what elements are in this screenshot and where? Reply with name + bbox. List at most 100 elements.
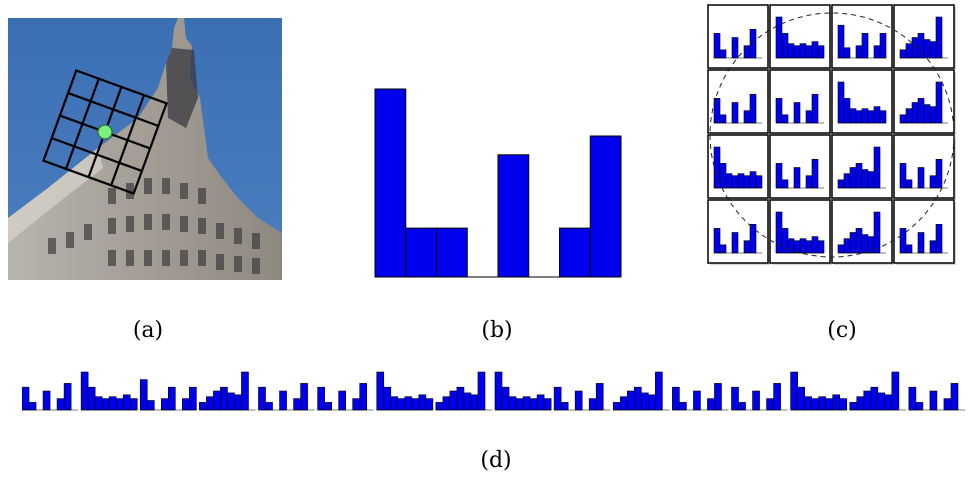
histogram-bar	[352, 398, 361, 411]
histogram-bar	[731, 102, 739, 124]
histogram-bar	[817, 240, 825, 254]
descriptor-vector	[21, 368, 968, 414]
histogram-bar	[797, 386, 805, 411]
cell-histogram	[837, 146, 886, 189]
vector-segment	[317, 383, 374, 411]
histogram-bar	[825, 398, 834, 411]
windows	[48, 178, 260, 274]
histogram-bar	[793, 102, 801, 124]
histogram-bar	[877, 392, 886, 411]
histogram-bar	[182, 398, 190, 411]
histogram-bar	[899, 163, 907, 189]
histogram-bar	[873, 45, 881, 59]
histogram-bar	[626, 390, 635, 411]
caption-d: (d)	[480, 448, 512, 473]
keypoint-dot	[97, 124, 113, 140]
gaussian-window-circle	[709, 12, 955, 258]
histogram-bar	[199, 402, 207, 411]
vector-segment	[139, 379, 197, 411]
histogram-bar	[731, 37, 739, 59]
histogram-bar	[536, 394, 545, 411]
histogram-bar	[317, 386, 325, 411]
histogram-bar	[679, 402, 687, 411]
histogram-bar	[911, 102, 919, 124]
histogram-bar	[837, 81, 845, 124]
vector-segment	[849, 371, 906, 411]
histogram-bar	[843, 238, 851, 254]
vector-segment	[494, 371, 552, 411]
histogram-bar	[867, 110, 875, 124]
histogram-bar	[775, 98, 783, 124]
histogram-bar	[713, 33, 721, 59]
histogram-bar	[917, 232, 925, 254]
histogram-grid-svg	[707, 4, 956, 265]
caption-a: (a)	[132, 318, 164, 343]
histogram-bar	[648, 394, 656, 411]
histogram-bar	[324, 402, 332, 411]
histogram-bar	[129, 398, 138, 411]
histogram-bar	[28, 402, 37, 411]
histogram-bar	[781, 228, 789, 254]
histogram-bar	[873, 211, 881, 254]
histogram-b	[374, 88, 622, 278]
histogram-bar	[543, 398, 552, 411]
vector-segment	[258, 383, 315, 411]
histogram-bar	[300, 383, 308, 411]
histogram-bar	[843, 47, 851, 59]
histogram-bar	[405, 227, 437, 278]
histogram-bar	[793, 167, 801, 189]
histogram-bar	[863, 390, 872, 411]
histogram-bar	[915, 402, 924, 411]
histogram-bar	[168, 386, 176, 411]
histogram-bar	[879, 33, 887, 59]
histogram-bar	[787, 43, 795, 59]
histogram-bar	[805, 240, 813, 254]
histogram-bar	[811, 236, 819, 254]
histogram-bar	[725, 173, 733, 189]
histogram-bar	[743, 110, 751, 124]
cell-histogram	[837, 24, 887, 59]
building-photo-panel	[8, 18, 282, 280]
histogram-bar	[950, 383, 959, 411]
histogram-bar	[929, 106, 937, 124]
histogram-bar	[855, 110, 863, 124]
histogram-bar	[805, 45, 813, 59]
histogram-bar	[463, 392, 472, 411]
histogram-bar	[574, 390, 583, 411]
histogram-bar	[781, 114, 789, 124]
histogram-bar	[206, 396, 214, 411]
cell-histogram	[837, 211, 886, 254]
histogram-bar	[837, 244, 845, 254]
histogram-bar	[707, 398, 715, 411]
histogram-bar	[425, 398, 434, 411]
histogram-bar	[849, 402, 858, 411]
histogram-bar	[935, 224, 943, 254]
vector-segment	[21, 383, 79, 411]
histogram-bar	[418, 394, 427, 411]
histogram-bar	[743, 240, 751, 254]
cell-histogram	[775, 94, 824, 124]
histogram-bar	[811, 398, 819, 411]
histogram-bar	[359, 383, 368, 411]
histogram-bar	[529, 398, 538, 411]
histogram-bar	[477, 371, 486, 411]
histogram-bar	[811, 94, 819, 124]
histogram-bar	[693, 390, 701, 411]
histogram-bar	[641, 392, 649, 411]
histogram-bar	[595, 383, 604, 411]
histogram-bar	[929, 41, 937, 59]
histogram-bar	[146, 400, 155, 411]
histogram-bar	[588, 398, 597, 411]
histogram-bar	[775, 163, 783, 189]
histogram-bar	[905, 43, 913, 59]
histogram-bar	[873, 106, 881, 124]
histogram-bar	[456, 386, 465, 411]
histogram-bar	[856, 396, 865, 411]
histogram-bar	[870, 386, 879, 411]
histogram-bar	[849, 108, 857, 124]
histogram-bar	[787, 238, 795, 254]
histogram-bar	[435, 402, 444, 411]
histogram-bar	[843, 98, 851, 124]
histogram-bar	[929, 390, 938, 411]
histogram-bar	[719, 114, 727, 124]
